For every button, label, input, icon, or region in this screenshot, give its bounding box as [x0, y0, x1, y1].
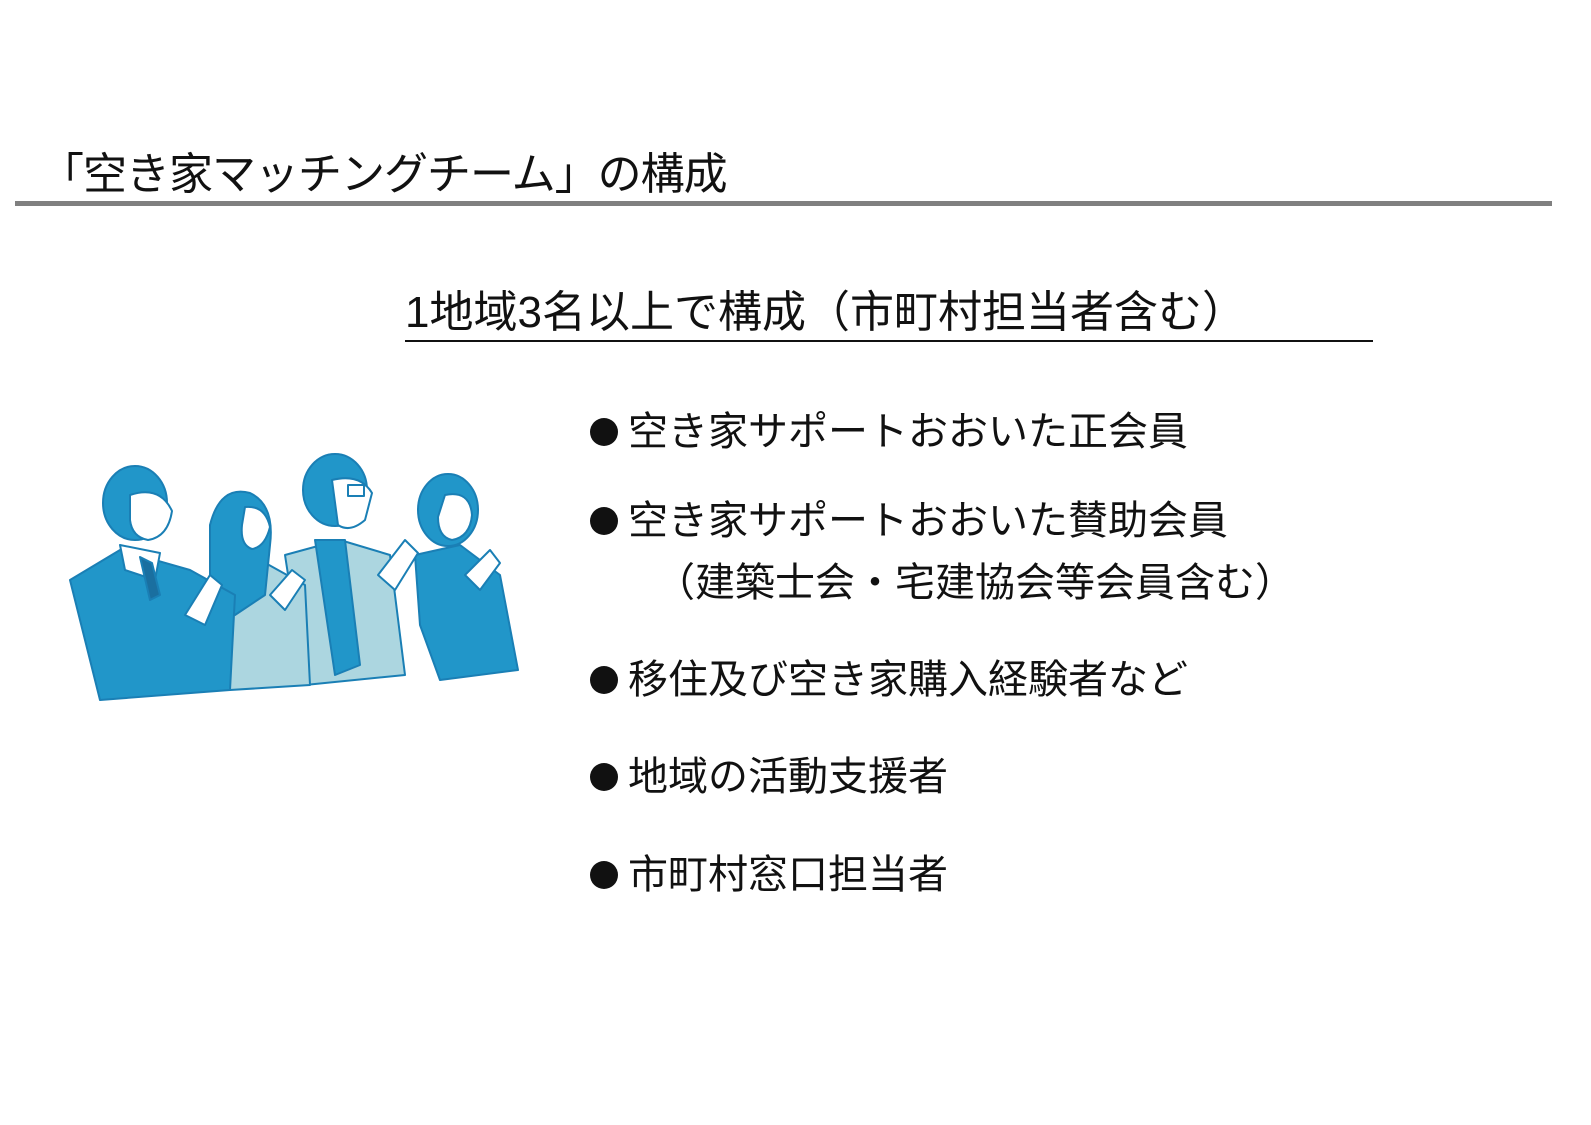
title-divider	[15, 201, 1552, 206]
bullet-text: 市町村窓口担当者	[628, 853, 948, 897]
bullet-item: 移住及び空き家購入経験者など	[590, 657, 1188, 703]
bullet-text: 空き家サポートおおいた賛助会員	[628, 499, 1228, 543]
bullet-item: 市町村窓口担当者	[590, 852, 948, 898]
bullet-dot-icon	[590, 861, 618, 889]
bullet-dot-icon	[590, 507, 618, 535]
subtitle: 1地域3名以上で構成（市町村担当者含む）	[405, 288, 1373, 342]
bullet-dot-icon	[590, 763, 618, 791]
bullet-item: 空き家サポートおおいた賛助会員	[590, 498, 1228, 544]
person-woman-left	[209, 490, 311, 691]
bullet-dot-icon	[590, 418, 618, 446]
person-woman-right	[414, 473, 519, 681]
bullet-text: 空き家サポートおおいた正会員	[628, 410, 1188, 454]
bullet-item: 空き家サポートおおいた正会員	[590, 409, 1188, 455]
bullet-dot-icon	[590, 666, 618, 694]
bullet-text: 移住及び空き家購入経験者など	[628, 658, 1188, 702]
person-man-glasses	[284, 453, 419, 686]
person-man-suit	[69, 465, 236, 701]
bullet-note: （建築士会・宅建協会等会員含む）	[655, 561, 1295, 605]
team-illustration	[69, 453, 519, 701]
page-title: 「空き家マッチングチーム」の構成	[40, 150, 728, 199]
bullet-item: 地域の活動支援者	[590, 754, 948, 800]
bullet-text: 地域の活動支援者	[628, 755, 948, 799]
